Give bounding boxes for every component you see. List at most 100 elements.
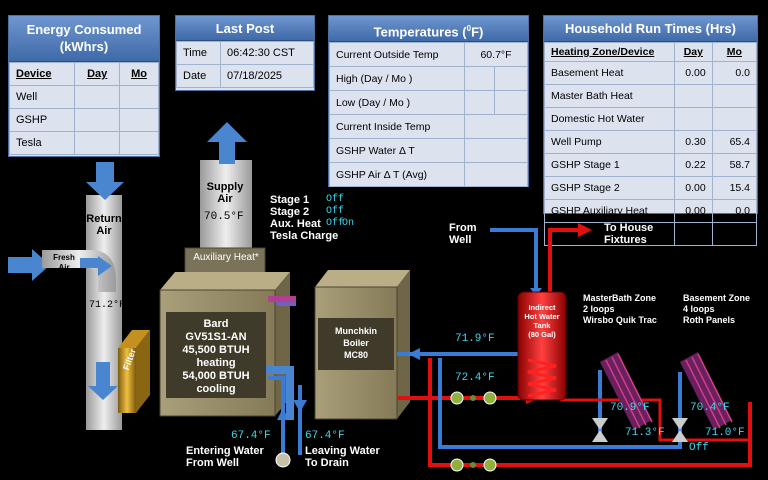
supply-air-label: Supply Air (206, 181, 244, 205)
temp-label: Current Outside Temp (329, 42, 465, 67)
leaving-water-temp: 67.4°F (305, 430, 345, 442)
from-well-label: From Well (449, 222, 477, 246)
bard-line: 45,500 BTUH (182, 344, 250, 356)
mo-value (119, 108, 159, 132)
fresh-air-label: Fresh Air (53, 253, 75, 272)
filter-icon (118, 330, 150, 348)
return-arrow-icon (86, 162, 124, 200)
energy-header-device: Device (8, 62, 76, 86)
energy-panel: Energy Consumed (kWhrs) Device Day Mo We… (8, 15, 160, 157)
mb-supply-temp: 70.9°F (610, 402, 650, 414)
to-house-label: To House Fixtures (604, 222, 654, 246)
mo-value: 15.4 (711, 176, 758, 200)
temperatures-title: Temperatures (0F) (329, 16, 528, 42)
temp-label: High (Day / Mo ) (329, 66, 465, 91)
mo-value: 65.4 (711, 130, 758, 154)
tank-line: Indirect (528, 303, 556, 312)
boiler-label: Munchkin Boiler MC80 (318, 325, 394, 361)
device-name: Master Bath Heat (544, 84, 675, 108)
temp-value (464, 162, 528, 187)
tank-line: (80 Gal) (528, 330, 556, 339)
status-label: Tesla Charge (270, 230, 339, 242)
mo-value: 0.0 (711, 199, 758, 223)
device-name: GSHP (8, 108, 76, 132)
bard-line: heating (196, 357, 236, 369)
time-label: Time (176, 41, 221, 65)
day-value: 0.30 (674, 130, 713, 154)
boiler-line: Boiler (343, 338, 369, 348)
boiler-side (397, 270, 410, 419)
day-value: 0.22 (674, 153, 713, 177)
pump-icon (450, 391, 497, 405)
mo-value (119, 85, 159, 109)
temperatures-title-pre: Temperatures ( (373, 24, 467, 40)
status-label: Stage 2 (270, 206, 310, 218)
day-value (674, 84, 713, 108)
bard-line: GV51S1-AN (185, 331, 247, 343)
energy-title: Energy Consumed (kWhrs) (9, 16, 159, 62)
table-row: High (Day / Mo ) (329, 66, 528, 91)
valve-icon (592, 418, 608, 442)
bard-line: 54,000 BTUH (182, 370, 250, 382)
status-value: On (342, 218, 355, 229)
energy-header-mo: Mo (119, 62, 159, 86)
mo-value (711, 84, 758, 108)
boiler-top (315, 270, 410, 287)
device-name: Well Pump (544, 130, 675, 154)
table-row: GSHP (8, 108, 159, 132)
table-row: Well (8, 85, 159, 109)
energy-header-day: Day (74, 62, 121, 86)
status-label: Stage 1 (270, 194, 310, 206)
water-up-arrow (277, 408, 289, 420)
device-name: GSHP Stage 1 (544, 153, 675, 177)
supply-arrow-icon (207, 122, 247, 164)
day-value: 6.70 (674, 222, 713, 246)
tank-coil (527, 358, 557, 398)
boiler-out-temp: 71.9°F (455, 333, 495, 345)
temp-label: Current Inside Temp (329, 114, 465, 139)
temp-day-value (464, 66, 495, 91)
bs-return-temp: 71.0°F (705, 427, 745, 439)
device-name: Well (8, 85, 76, 109)
day-value (74, 85, 121, 109)
tank-line: Hot Water (524, 312, 560, 321)
energy-table: Device Day Mo Well GSHP Tesla (8, 62, 159, 155)
entering-water-label: Entering Water From Well (186, 445, 264, 469)
bs-pump-status: Off (689, 442, 709, 454)
mb-return-temp: 71.3°F (625, 427, 665, 439)
table-row: GSHP Air Δ T (Avg) (329, 162, 528, 187)
last-post-title: Last Post (176, 16, 314, 41)
entering-water-pipe (268, 376, 285, 455)
status-values: Off Off Off On (326, 194, 354, 230)
day-value (674, 107, 713, 131)
day-value (74, 108, 121, 132)
day-value: 0.00 (674, 61, 713, 85)
bs-supply-temp: 70.4°F (690, 402, 730, 414)
return-down-arrow-icon (88, 362, 118, 400)
temp-day-value (464, 90, 495, 115)
table-row: Domestic Hot Water (544, 107, 758, 131)
temp-mo-value (494, 90, 528, 115)
zone-line: Basement Zone (683, 293, 751, 303)
pump-icon (450, 458, 497, 472)
filter-side (136, 330, 150, 413)
zone-line: MasterBath Zone (583, 293, 657, 303)
table-row: Master Bath Heat (544, 84, 758, 108)
status-label: Aux. Heat (270, 218, 321, 230)
status-value: Off (326, 218, 345, 229)
zone-line: Roth Panels (683, 315, 736, 325)
day-value: 0.00 (674, 176, 713, 200)
device-name: Domestic Hot Water (544, 107, 675, 131)
valve-icon (672, 418, 688, 442)
device-name: GSHP Auxiliary Heat (544, 199, 675, 223)
zone-line: 4 loops (683, 304, 715, 314)
